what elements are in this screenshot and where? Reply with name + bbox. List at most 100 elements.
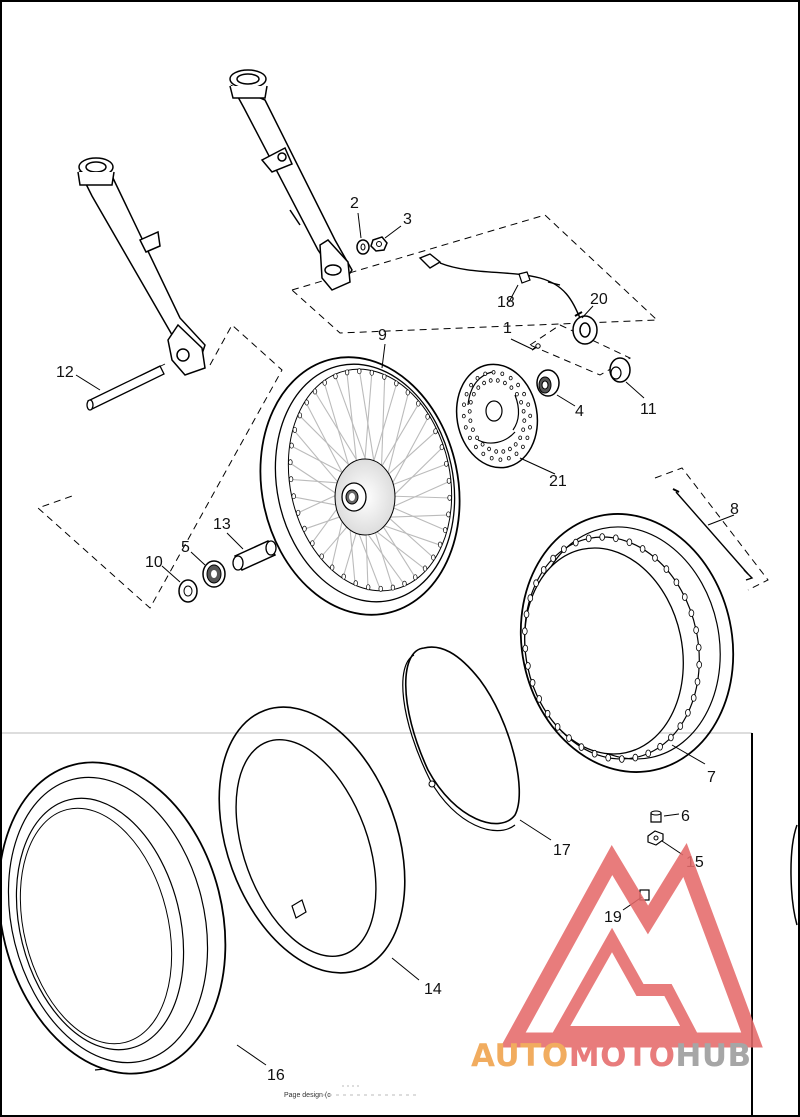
footer-text: Page design (c [284,1092,331,1099]
sensor-ring [572,311,598,345]
callout-numbers: 1 2 3 4 5 6 7 8 9 10 11 12 13 14 15 16 1… [56,195,739,1084]
callout-8: 8 [730,501,739,518]
wheel-spoke-line [371,523,394,590]
disc-drill-hole [487,446,492,452]
spoke-nipple [437,541,443,548]
rim-spoke-hole [657,742,663,751]
wheel-spoke-line [304,400,348,482]
wheel-spoke-line [381,429,438,481]
callout-4: 4 [575,403,584,420]
disc-drill-hole [528,413,533,419]
wheel-spoke-line [380,374,386,478]
callout-10: 10 [145,554,163,571]
rim-spoke-hole [632,753,639,762]
disc-drill-hole [514,451,519,456]
wheel-spoke-line [365,524,369,590]
disc-drill-hole [483,371,488,376]
wheel-spoke-line [288,461,344,499]
disc-drill-hole [526,402,531,407]
spoke-nipple [378,585,383,592]
disc-drill-hole [467,409,472,414]
spoke-nipple [292,426,297,433]
spoke-nipple [357,368,362,375]
disc-drill-hole [498,457,503,462]
disc-drill-hole [515,392,519,397]
disc-drill-hole [481,451,486,457]
bearing-right [536,369,560,397]
spoke-nipple [344,369,350,376]
spoke-nipple [353,580,358,587]
clip [518,271,531,284]
rim-spoke-hole [618,755,625,763]
wheel-spoke-line [382,512,436,560]
tire [0,761,227,1075]
wheel-spoke-line [323,380,353,476]
rim-spoke-hole [612,534,619,543]
spoke-nipple [402,580,407,587]
spacer-right [609,357,631,383]
spoke-nipple [439,444,444,451]
spoke-nipple [394,380,399,387]
wheel-spoke-line [376,401,421,475]
rim-spoke-hole [681,593,688,601]
footer-faded-text [322,1085,420,1096]
rim-spoke-hole [585,534,592,543]
callout-18: 18 [497,294,515,311]
rim-spoke-hole [529,678,536,687]
disc-drill-hole [475,376,480,381]
rim-spoke-hole [554,723,561,731]
rim-spoke-hole [578,743,585,751]
disc-drill-hole [489,456,494,461]
spoke-nipple [422,565,428,572]
spoke [672,488,754,581]
wheel-spoke-line [378,518,417,580]
rim-spoke-hole [561,545,567,554]
spoke-nipple [297,412,303,419]
spoke-nipple [413,574,418,581]
wheel-spoke-line [386,446,444,503]
rim-spoke-hole [645,749,651,758]
rim-spoke-hole [626,538,633,547]
spoke-nipple [390,584,396,591]
rim-spoke-hole [525,662,531,670]
callout-9: 9 [378,327,387,344]
wheel-spoke-line [386,495,452,499]
callout-14: 14 [424,981,442,998]
disc-drill-hole [522,391,526,397]
spoke-nipple [310,540,315,547]
left-fork-leg [77,157,206,376]
disc-drill-hole [468,418,473,423]
spoke-nipple [330,564,335,571]
disc-drill-hole [506,456,511,461]
rim-spoke-hole [533,579,539,587]
disc-drill-hole [500,371,505,376]
wheel-spoke-line [370,381,398,471]
spoke-nipple [447,494,452,501]
spoke-nipple [431,554,436,561]
rim-spoke-hole [694,677,701,686]
callout-21: 21 [549,473,567,490]
rim-spoke-hole [693,626,699,634]
spoke-nipple [333,373,338,380]
disc-drill-hole [508,375,513,381]
rim-spoke-hole [652,554,658,562]
rim-spoke-hole [696,660,702,669]
axle [86,363,166,411]
rim-spoke-hole [688,609,695,617]
disc-drill-hole [525,435,530,440]
rim-spoke-hole [550,554,556,563]
callout-19: 19 [604,909,622,926]
rim [519,513,735,773]
spoke-nipple [446,511,451,518]
rim-spoke-hole [522,644,529,653]
rim-strip [402,646,521,832]
spoke-nipple [288,476,294,483]
disc-drill-hole [462,402,466,407]
disc-drill-hole [494,449,499,454]
disc-drill-hole [463,425,468,430]
valve-nut [647,830,664,846]
disc-drill-hole [521,444,525,450]
spoke-nipple [405,389,410,396]
disc-drill-hole [518,435,523,440]
spoke-nipple [369,369,374,376]
